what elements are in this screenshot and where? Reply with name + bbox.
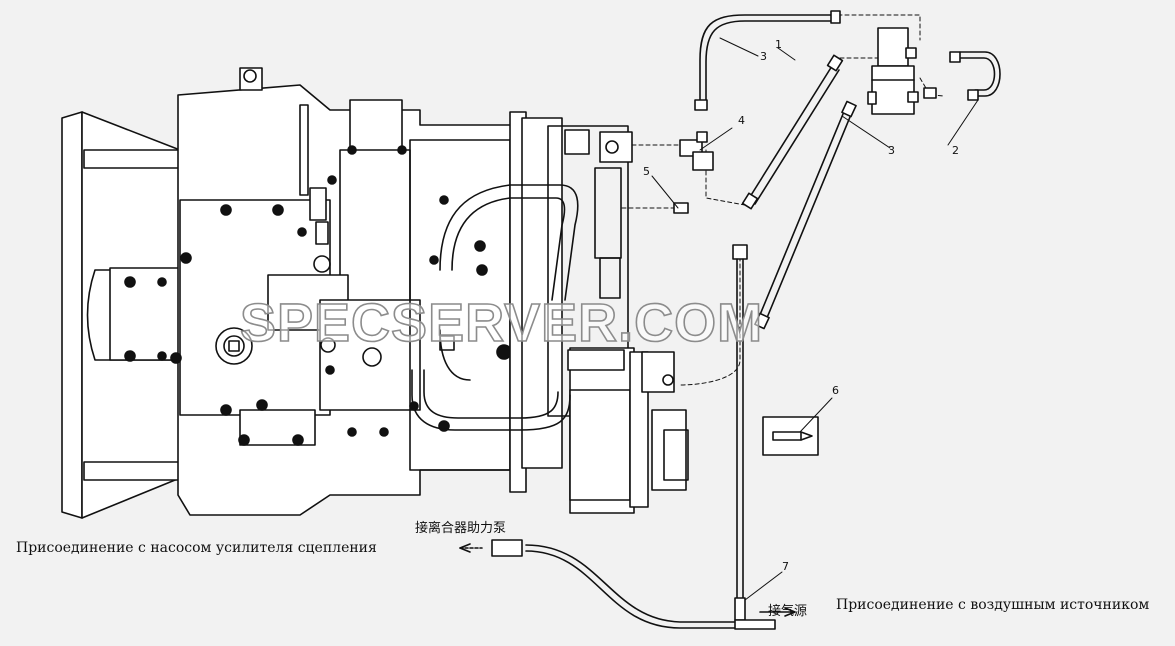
callout-3-lower: 3 bbox=[888, 144, 895, 157]
watermark: SPECSERVER.COM bbox=[239, 292, 764, 354]
callout-4: 4 bbox=[738, 114, 745, 127]
leader-lines bbox=[651, 37, 979, 601]
part-6-detail bbox=[762, 416, 819, 456]
air-pipes bbox=[694, 10, 857, 330]
callout-1: 1 bbox=[775, 38, 782, 51]
label-clutch-pump-cn: 接离合器助力泵 bbox=[415, 521, 507, 536]
caption-air-source: Присоединение с воздушным источником bbox=[836, 597, 1150, 613]
caption-clutch-pump: Присоединение с насосом усилителя сцепле… bbox=[16, 540, 377, 556]
clutch-housing bbox=[61, 111, 181, 519]
callout-5: 5 bbox=[643, 165, 650, 178]
internal-pipes bbox=[411, 184, 579, 431]
callout-6: 6 bbox=[832, 384, 839, 397]
callout-7: 7 bbox=[782, 560, 789, 573]
rear-housing bbox=[509, 111, 689, 514]
valve-block bbox=[867, 27, 1001, 115]
fittings bbox=[673, 131, 714, 214]
air-source-pipe bbox=[459, 244, 796, 630]
callout-2: 2 bbox=[952, 144, 959, 157]
label-air-source-cn: 接气源 bbox=[768, 604, 808, 619]
callout-3-upper: 3 bbox=[760, 50, 767, 63]
